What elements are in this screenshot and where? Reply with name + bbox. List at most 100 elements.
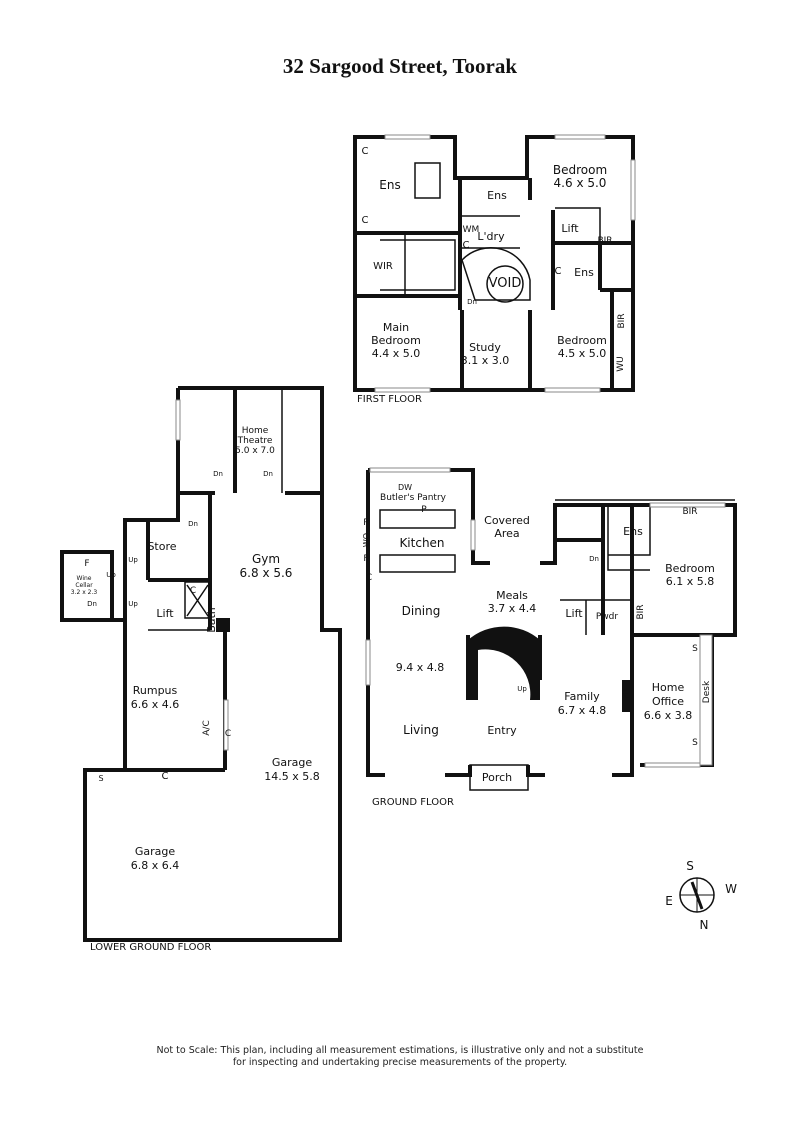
- room-label: Study: [469, 341, 501, 354]
- compass-east: E: [665, 894, 673, 908]
- room-label: F: [84, 559, 89, 569]
- room-label: 6.8 x 5.6: [240, 566, 293, 580]
- compass-icon: [679, 877, 715, 913]
- room-label: Dn: [263, 470, 273, 478]
- room-label: WM: [463, 225, 480, 235]
- room-label: Main: [383, 321, 409, 334]
- room-label: C: [225, 729, 231, 739]
- room-label: Lift: [156, 607, 174, 620]
- room-label: Wine: [77, 575, 92, 582]
- room-label: Dn: [213, 470, 223, 478]
- room-label: Rumpus: [133, 684, 178, 697]
- room-label: DW: [398, 483, 412, 492]
- room-label: Lift: [561, 222, 579, 235]
- room-label: Up: [106, 571, 116, 579]
- disclaimer-line: for inspecting and undertaking precise m…: [232, 1057, 568, 1068]
- room-label: Up: [128, 556, 138, 564]
- room-label: Pwdr: [596, 612, 619, 622]
- room-label: S: [692, 738, 698, 748]
- room-label: 3.1 x 3.0: [461, 354, 510, 367]
- room-label: 3.2 x 2.3: [71, 589, 98, 596]
- room-label: WIR: [373, 261, 393, 272]
- room-label: Meals: [496, 589, 528, 602]
- room-label: Dn: [589, 555, 599, 563]
- lower-ground-floor-plan: [60, 386, 342, 942]
- room-label: Dn: [188, 520, 198, 528]
- room-label: C: [463, 240, 470, 251]
- room-label: P: [363, 518, 369, 528]
- room-label: Area: [494, 527, 519, 540]
- room-label: Cellar: [75, 582, 93, 589]
- room-label: Dn: [467, 298, 477, 306]
- floor-name: GROUND FLOOR: [372, 797, 454, 808]
- first-floor-plan: [353, 134, 636, 393]
- room-label: 6.7 x 4.8: [558, 704, 607, 717]
- room-label: Dining: [402, 604, 441, 618]
- ground-floor-plan: [365, 467, 737, 791]
- room-label: Home: [652, 681, 685, 694]
- room-label: Bedroom: [371, 334, 421, 347]
- compass-west: W: [725, 882, 737, 896]
- room-label: Garage: [272, 756, 313, 769]
- room-label: C: [362, 146, 369, 157]
- room-label: Ens: [379, 178, 400, 192]
- room-label: A/C: [202, 720, 212, 735]
- room-label: Ens: [623, 525, 643, 538]
- compass-south: S: [686, 859, 694, 873]
- room-label: Porch: [482, 771, 512, 784]
- room-label: Gym: [252, 552, 280, 566]
- room-label: 6.8 x 6.4: [131, 859, 180, 872]
- floor-name: LOWER GROUND FLOOR: [90, 942, 211, 953]
- room-label: 4.4 x 5.0: [372, 347, 421, 360]
- disclaimer: Not to Scale: This plan, including all m…: [0, 1045, 800, 1069]
- room-label: 6.1 x 5.8: [666, 575, 715, 588]
- room-label: Covered: [484, 514, 530, 527]
- room-label: 6.6 x 3.8: [644, 709, 693, 722]
- room-label: BIR: [597, 236, 612, 246]
- room-label: Office: [652, 695, 684, 708]
- room-label: Desk: [702, 680, 712, 703]
- room-label: Bedroom: [557, 334, 607, 347]
- room-label: L'dry: [477, 230, 505, 243]
- room-label: Bedroom: [553, 163, 607, 177]
- room-label: 6.6 x 4.6: [131, 698, 180, 711]
- room-label: 4.5 x 5.0: [558, 347, 607, 360]
- room-label: Up: [517, 685, 527, 693]
- room-label: VOID: [489, 276, 522, 291]
- room-label: Family: [564, 690, 600, 703]
- room-label: 14.5 x 5.8: [264, 770, 320, 783]
- room-label: BIR: [636, 604, 646, 619]
- room-label: BIR: [617, 313, 627, 328]
- room-label: Home: [242, 426, 269, 436]
- room-label: WO: [362, 533, 371, 547]
- compass-north: N: [700, 918, 709, 932]
- room-label: Bath: [205, 607, 218, 633]
- room-label: C: [162, 771, 169, 782]
- room-label: 4.6 x 5.0: [554, 176, 607, 190]
- room-label: WU: [616, 356, 626, 372]
- room-label: Lift: [565, 607, 583, 620]
- room-label: P: [421, 505, 427, 515]
- room-label: Living: [403, 723, 439, 737]
- room-label: 5.0 x 7.0: [235, 446, 275, 456]
- room-label: Garage: [135, 845, 176, 858]
- floor-name: FIRST FLOOR: [357, 394, 422, 405]
- room-label: C: [366, 573, 372, 583]
- room-label: Dn: [87, 600, 97, 608]
- room-label: BIR: [682, 507, 697, 517]
- room-label: FP: [621, 689, 630, 699]
- disclaimer-line: Not to Scale: This plan, including all m…: [156, 1045, 644, 1056]
- room-label: F: [363, 554, 368, 564]
- room-label: Butler's Pantry: [380, 493, 447, 503]
- room-label: Store: [147, 540, 176, 553]
- room-label: 3.7 x 4.4: [488, 602, 537, 615]
- room-label: Bedroom: [665, 562, 715, 575]
- room-label: Entry: [487, 724, 517, 737]
- room-label: C: [190, 586, 196, 596]
- room-label: C: [555, 266, 562, 277]
- room-label: Ens: [574, 266, 594, 279]
- room-label: S: [692, 644, 698, 654]
- room-label: Up: [128, 600, 138, 608]
- room-label: C: [362, 215, 369, 226]
- plan-title: 32 Sargood Street, Toorak: [282, 54, 518, 78]
